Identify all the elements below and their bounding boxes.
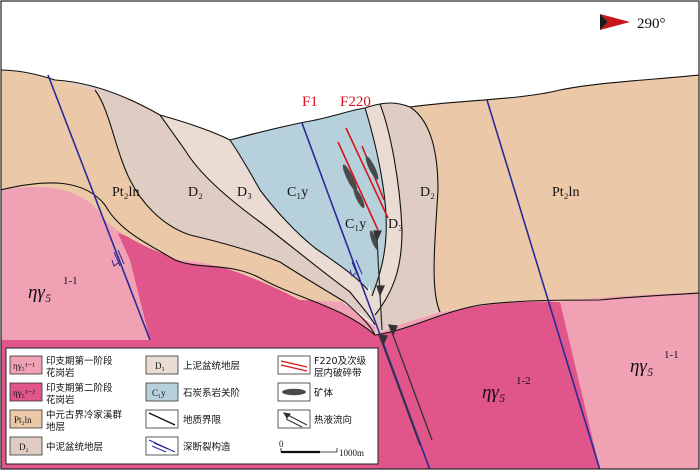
unit-label-granite-1-2: ηγ₅ 1-2 <box>482 375 531 403</box>
d3-right-body <box>365 104 402 315</box>
pt2ln-left-body <box>1 70 345 302</box>
granite-1-1-left <box>1 182 150 340</box>
legend: ηγ₅¹⁻¹ 印支期第一阶段 花岗岩 ηγ₅¹⁻² 印支期第二阶段 花岗岩 Pt… <box>5 347 379 465</box>
d2-right-body <box>375 103 440 335</box>
legend-item-hydrothermal-flow: 热液流向 <box>277 409 352 429</box>
legend-item-f220: F220及次级 层内破碎带 <box>277 355 367 379</box>
svg-text:印支期第一阶段: 印支期第一阶段 <box>46 355 113 367</box>
fault-label-f220: F220 <box>340 94 371 110</box>
svg-text:ηγ₅¹⁻¹: ηγ₅¹⁻¹ <box>13 361 35 371</box>
orebodies <box>342 156 379 250</box>
svg-text:花岗岩: 花岗岩 <box>46 367 75 379</box>
unit-label-d2-right: D₂ <box>420 185 435 200</box>
svg-text:C₁y: C₁y <box>152 388 166 398</box>
legend-item-orebody: 矿体 <box>277 382 334 402</box>
svg-text:0: 0 <box>279 439 284 449</box>
svg-text:中泥盆统地层: 中泥盆统地层 <box>46 441 103 453</box>
unit-label-c1y-main: C₁y <box>287 185 308 200</box>
hydrothermal-flow-arrows <box>373 230 433 446</box>
scale-bar: 0 1000m <box>279 439 364 458</box>
north-arrow-icon <box>600 14 630 30</box>
legend-item-c1y: C₁y 石炭系岩关阶 <box>145 382 241 402</box>
svg-text:ηγ₅: ηγ₅ <box>630 356 654 377</box>
legend-box <box>5 347 379 465</box>
d2-left-body <box>55 80 375 325</box>
svg-text:地质界限: 地质界限 <box>183 414 222 426</box>
svg-text:1-1: 1-1 <box>664 349 679 361</box>
svg-text:矿体: 矿体 <box>314 387 334 399</box>
unit-label-pt2ln-left: Pt₂ln <box>112 185 139 200</box>
svg-text:1000m: 1000m <box>339 448 364 458</box>
svg-text:1-1: 1-1 <box>63 275 78 287</box>
deep-fault-icon <box>148 439 176 453</box>
orientation-indicator: 290° <box>600 14 666 32</box>
svg-text:深断裂构造: 深断裂构造 <box>183 441 231 453</box>
legend-item-d3: D₃ 上泥盆统地层 <box>145 355 240 375</box>
fault-motion-icon <box>111 249 363 277</box>
svg-text:热液流向: 热液流向 <box>314 414 352 426</box>
svg-text:1-2: 1-2 <box>516 375 531 387</box>
legend-item-deep-fault: 深断裂构造 <box>145 436 231 456</box>
boundary-line-icon <box>148 412 176 426</box>
deep-faults <box>47 74 601 469</box>
svg-text:花岗岩: 花岗岩 <box>46 394 75 406</box>
svg-text:D₃: D₃ <box>155 361 165 371</box>
svg-text:上泥盆统地层: 上泥盆统地层 <box>183 360 240 372</box>
unit-label-d3-left: D₃ <box>237 185 252 200</box>
unit-label-c1y-right: C₁y <box>345 217 366 232</box>
unit-label-granite-1-1-right: ηγ₅ 1-1 <box>630 349 679 377</box>
svg-text:石炭系岩关阶: 石炭系岩关阶 <box>183 387 241 399</box>
orebody-icon <box>282 388 306 396</box>
svg-text:地层: 地层 <box>46 421 65 433</box>
svg-text:印支期第二阶段: 印支期第二阶段 <box>46 382 113 394</box>
svg-text:中元古界冷家溪群: 中元古界冷家溪群 <box>46 409 123 421</box>
legend-item-granite-1-2: ηγ₅¹⁻² 印支期第二阶段 花岗岩 <box>9 382 113 406</box>
svg-text:ηγ₅: ηγ₅ <box>482 382 506 403</box>
legend-item-geologic-boundary: 地质界限 <box>145 409 222 429</box>
svg-text:Pt₂ln: Pt₂ln <box>14 415 32 425</box>
azimuth-label: 290° <box>637 16 666 32</box>
svg-text:ηγ₅: ηγ₅ <box>28 282 52 303</box>
unit-label-granite-1-1-left: ηγ₅ 1-1 <box>28 275 78 303</box>
legend-item-d2: D₂ 中泥盆统地层 <box>9 436 103 456</box>
svg-text:F220及次级: F220及次级 <box>314 355 367 367</box>
c1y-right-body <box>365 108 387 296</box>
c1y-main-body <box>230 108 376 290</box>
svg-text:层内破碎带: 层内破碎带 <box>314 367 362 379</box>
unit-label-d2-left: D₂ <box>188 185 203 200</box>
pt2ln-right-body <box>410 75 699 312</box>
unit-label-pt2ln-right: Pt₂ln <box>552 185 579 200</box>
f220-fracture-icon <box>280 360 308 372</box>
fault-label-f1: F1 <box>302 94 318 110</box>
flow-arrow-icon <box>282 412 308 428</box>
granite-1-1-right <box>560 292 699 469</box>
legend-item-granite-1-1: ηγ₅¹⁻¹ 印支期第一阶段 花岗岩 <box>9 355 113 379</box>
unit-label-d3-right: D₃ <box>388 217 403 232</box>
svg-text:ηγ₅¹⁻²: ηγ₅¹⁻² <box>13 388 35 398</box>
svg-text:D₂: D₂ <box>19 442 29 452</box>
legend-item-pt2ln: Pt₂ln 中元古界冷家溪群 地层 <box>9 409 123 433</box>
d3-left-body <box>160 115 375 325</box>
